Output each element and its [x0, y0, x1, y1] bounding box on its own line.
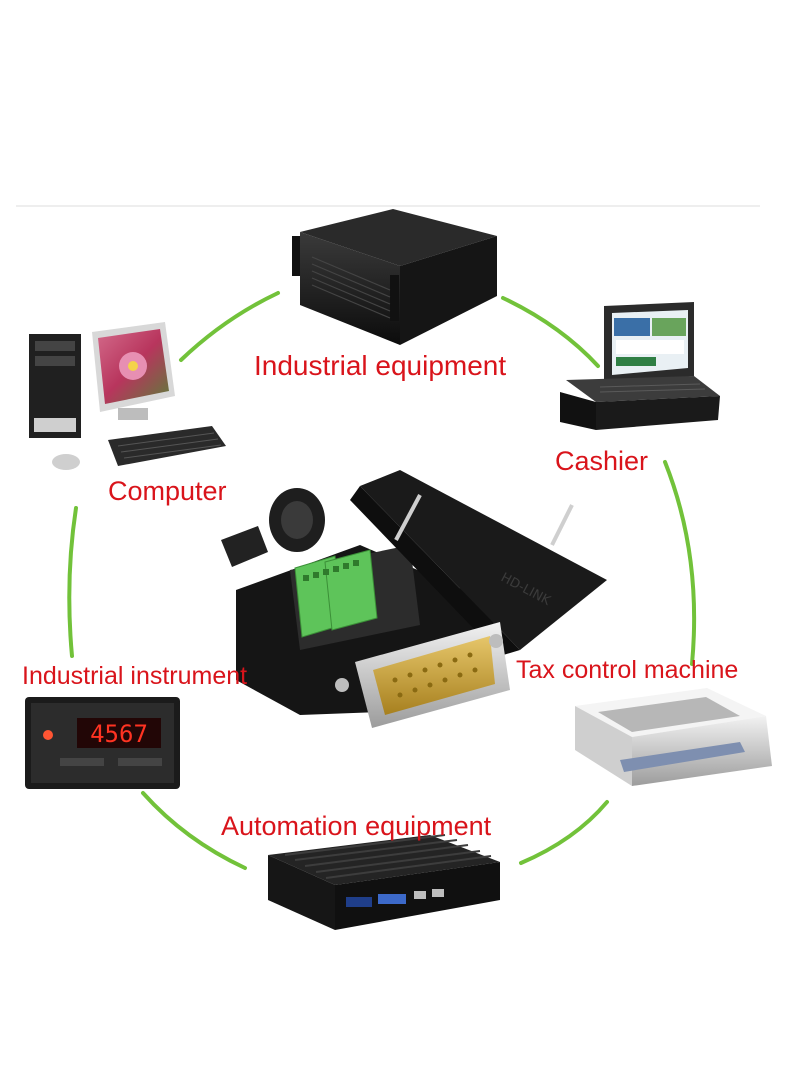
ring-arc-computer-to-equipment — [179, 291, 280, 362]
desktop-computer-icon — [29, 322, 226, 470]
label-tax-control-machine: Tax control machine — [516, 656, 739, 684]
label-industrial-instrument: Industrial instrument — [22, 662, 248, 690]
label-automation-equipment: Automation equipment — [221, 811, 492, 841]
ring-arc-automation-to-instrument — [141, 791, 247, 870]
ring-arc-instrument-to-computer — [67, 506, 78, 658]
fanless-pc-icon — [268, 834, 500, 930]
laptop-terminal-icon — [560, 302, 720, 430]
server-rack-icon — [292, 209, 497, 345]
top-divider-line — [16, 205, 760, 207]
panel-meter-icon: 4567 — [25, 697, 180, 789]
ring-arc-cashier-to-tax — [663, 460, 697, 666]
dot-matrix-printer-icon — [575, 688, 772, 786]
db25-breakout-connector-icon: HD-LINK — [221, 470, 607, 728]
ring-arc-equipment-to-cashier — [501, 296, 600, 368]
label-computer: Computer — [108, 476, 227, 506]
connection-ring — [67, 291, 697, 870]
ring-arc-tax-to-automation — [519, 800, 609, 865]
meter-readout: 4567 — [90, 720, 148, 748]
label-cashier: Cashier — [555, 446, 649, 476]
label-industrial-equipment: Industrial equipment — [254, 350, 507, 381]
